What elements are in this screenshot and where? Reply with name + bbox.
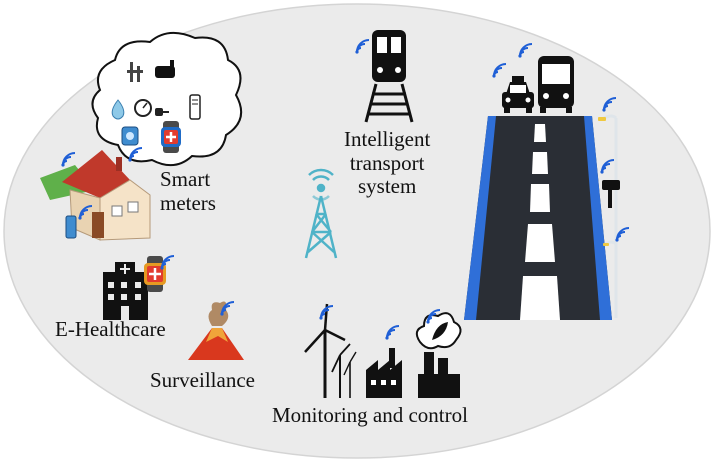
train-icon: [364, 30, 414, 123]
meter-device-icon: [65, 215, 77, 239]
smart-meters-label-line1: Smart: [160, 167, 211, 191]
faucet-icon: [127, 62, 143, 82]
volcano-icon: [188, 301, 244, 360]
power-plant-icon: [415, 312, 462, 398]
surveillance-label: Surveillance: [150, 368, 255, 392]
hospital-icon: [103, 262, 148, 320]
intelligent-transport-label: Intelligent transport system: [344, 127, 431, 199]
water-drop-icon: [111, 99, 125, 120]
factory-icon: [366, 348, 402, 398]
monitoring-control-label: Monitoring and control: [272, 403, 468, 427]
health-watch-icon: [144, 256, 166, 292]
taxi-icon: [502, 76, 534, 113]
security-camera-icon: [602, 180, 620, 208]
gas-meter-icon: [155, 60, 175, 78]
its-label-line2: transport: [349, 150, 425, 175]
communication-tower-icon: [304, 168, 338, 259]
its-label-line3: system: [357, 174, 417, 199]
smart-meters-label: Smart meters: [160, 167, 216, 215]
e-healthcare-label: E-Healthcare: [55, 317, 166, 341]
road-icon: [464, 116, 612, 320]
street-lamp-icon: [598, 117, 609, 246]
its-label-line1: Intelligent: [344, 127, 431, 151]
smart-house-icon: [40, 150, 151, 241]
wind-turbine-icon: [304, 303, 357, 398]
bus-icon: [538, 56, 574, 113]
gauge-icon: [134, 99, 152, 117]
smart-meters-label-line2: meters: [160, 190, 216, 215]
smart-meter-icon: [121, 126, 139, 146]
plug-icon: [155, 108, 169, 116]
remote-icon: [189, 94, 201, 120]
smartwatch-icon: [161, 121, 181, 153]
